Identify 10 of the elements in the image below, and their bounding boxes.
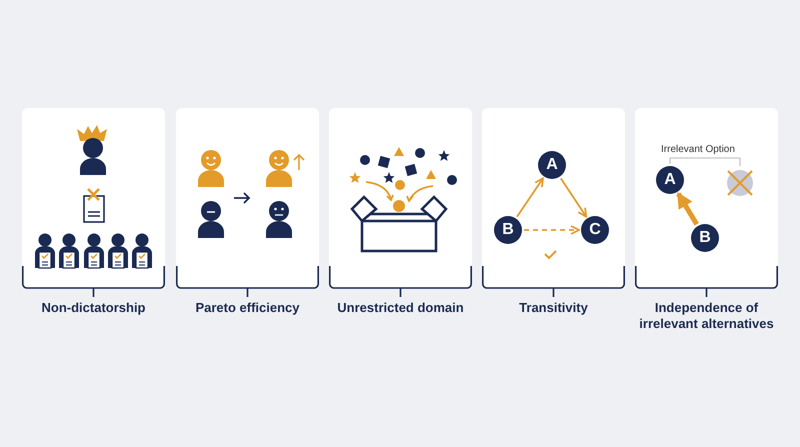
arrow [560, 178, 588, 218]
arrow [524, 225, 580, 235]
card-title: Pareto efficiency [194, 300, 301, 316]
card-title: Non-dictatorship [40, 300, 146, 316]
card-title: Transitivity [518, 300, 589, 316]
option-label: Irrelevant Option [661, 144, 735, 155]
card-title: Unrestricted domain [336, 300, 465, 316]
card-title: Independence of irrelevant alternatives [638, 300, 775, 332]
arrow [676, 192, 699, 226]
arrow [516, 177, 544, 218]
